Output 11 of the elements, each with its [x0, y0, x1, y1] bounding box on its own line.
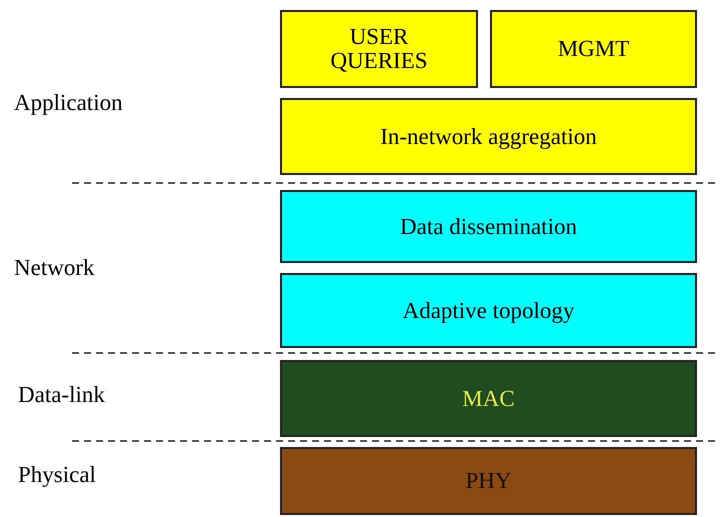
layer-name: Data-link [18, 382, 105, 408]
layer-box: Adaptive topology [280, 273, 697, 348]
layer-box: Data dissemination [280, 190, 697, 263]
layer-box: MAC [280, 360, 697, 437]
layer-name: Network [14, 255, 94, 281]
layer-box: PHY [280, 447, 697, 515]
layer-name: Application [14, 90, 123, 116]
layer-box: MGMT [490, 10, 697, 88]
layer-box: In-network aggregation [280, 98, 697, 175]
layer-name: Physical [18, 462, 96, 488]
layer-box: USER QUERIES [280, 10, 478, 88]
